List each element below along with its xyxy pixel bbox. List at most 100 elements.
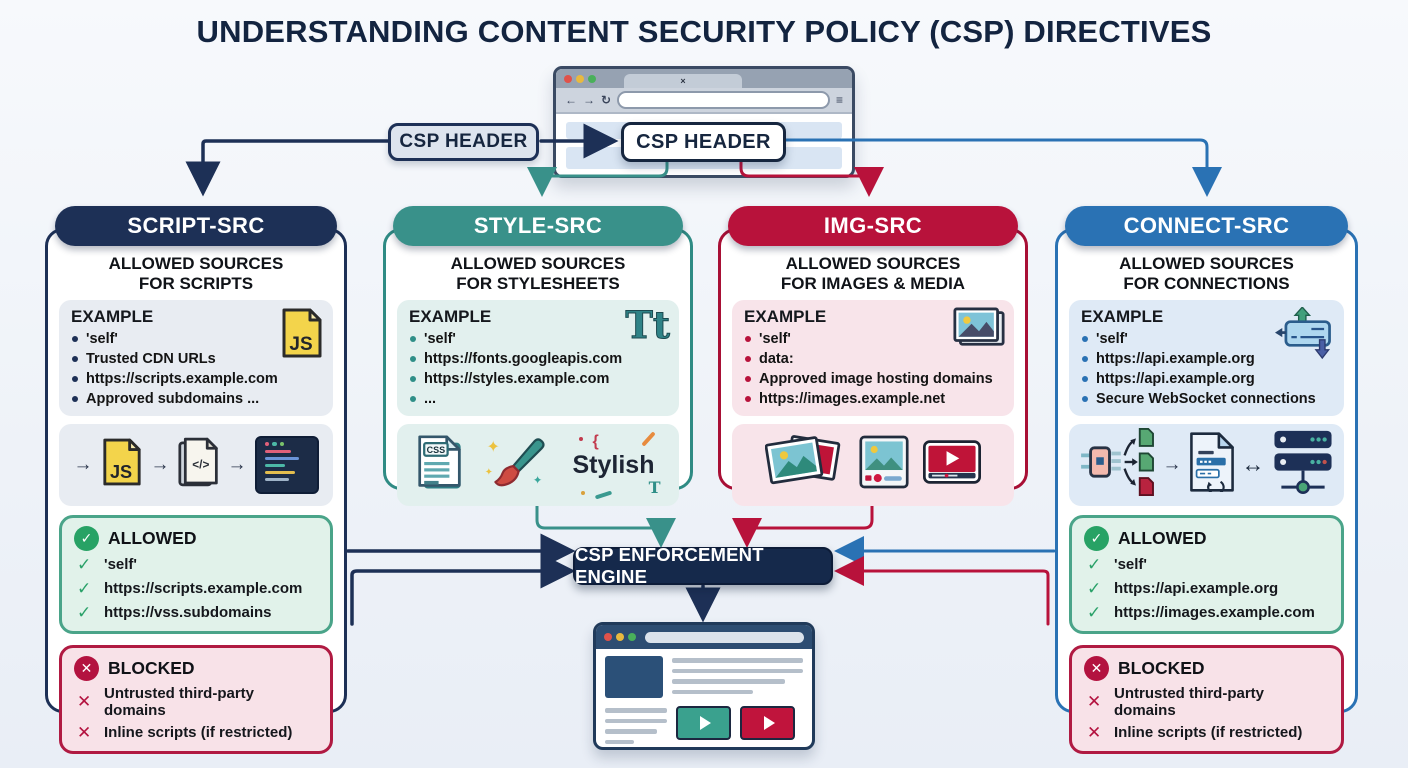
traffic-light-red-icon	[564, 75, 572, 83]
subtitle-line: FOR STYLESHEETS	[456, 274, 620, 294]
list-item: data:	[744, 349, 1002, 369]
blocked-heading: BLOCKED	[1084, 655, 1329, 681]
subtitle-line: ALLOWED SOURCES	[108, 254, 284, 273]
socket-files-icon	[1079, 427, 1157, 502]
list-item: Secure WebSocket connections	[1081, 389, 1332, 409]
photo-stack-icon	[764, 432, 845, 497]
example-title: EXAMPLE	[744, 306, 827, 326]
arrow-right-icon	[228, 454, 247, 476]
svg-text:✦: ✦	[486, 439, 499, 456]
text-line-placeholders	[605, 708, 667, 744]
allowed-item: https://images.example.com	[1087, 603, 1329, 623]
check-icon	[1087, 579, 1105, 599]
forward-icon: →	[583, 93, 595, 107]
blocked-item: Inline scripts (if restricted)	[1087, 723, 1329, 743]
subtitle-line: ALLOWED SOURCES	[450, 254, 626, 273]
list-item: ...	[409, 389, 667, 409]
check-icon	[1087, 603, 1105, 623]
page-title: UNDERSTANDING CONTENT SECURITY POLICY (C…	[196, 14, 1212, 49]
reload-icon: ↻	[601, 93, 612, 107]
style-src-subtitle: ALLOWED SOURCES FOR STYLESHEETS	[386, 254, 690, 295]
allowed-item: https://vss.subdomains	[77, 603, 318, 623]
play-icon	[763, 716, 775, 730]
url-bar	[645, 631, 804, 643]
connect-pipeline	[1069, 423, 1344, 506]
video-thumb-teal	[676, 706, 731, 740]
video-thumb-red	[740, 706, 795, 740]
swoosh-icon	[594, 490, 612, 500]
traffic-light-yellow-icon	[616, 633, 624, 641]
connect-blocked-box: BLOCKED Untrusted third-party domains In…	[1069, 644, 1344, 754]
check-icon	[77, 579, 95, 599]
list-item: https://styles.example.com	[409, 369, 667, 389]
css-file-icon: CSS	[416, 435, 463, 494]
paintbrush-icon: ✦ ✦ ✦	[483, 434, 547, 496]
column-img-src: IMG-SRC ALLOWED SOURCES FOR IMAGES & MED…	[718, 206, 1028, 506]
check-icon	[1087, 555, 1105, 575]
connect-example-box: EXAMPLE 'self' https://api.example.org h…	[1069, 299, 1344, 416]
content-band	[566, 177, 842, 178]
traffic-light-green-icon	[588, 75, 596, 83]
arrow-right-icon	[74, 454, 93, 476]
script-blocked-box: BLOCKED Untrusted third-party domains In…	[59, 644, 333, 754]
column-style-src: STYLE-SRC ALLOWED SOURCES FOR STYLESHEET…	[383, 206, 693, 506]
img-pipeline	[732, 423, 1014, 506]
back-icon: ←	[565, 93, 577, 107]
list-item: https://api.example.org	[1081, 349, 1332, 369]
allowed-heading: ALLOWED	[1084, 525, 1329, 551]
allowed-item: https://scripts.example.com	[77, 579, 318, 599]
url-bar	[617, 91, 830, 109]
code-file-icon: </>	[177, 437, 220, 492]
subtitle-line: FOR CONNECTIONS	[1123, 274, 1290, 294]
list-item: 'self'	[1081, 329, 1332, 349]
allowed-heading: ALLOWED	[74, 525, 318, 551]
style-src-header: STYLE-SRC	[393, 206, 683, 246]
svg-text:JS: JS	[289, 334, 312, 355]
check-circle-icon	[74, 525, 99, 551]
check-icon	[77, 555, 95, 575]
list-item: Approved subdomains ...	[71, 389, 321, 409]
traffic-light-green-icon	[628, 633, 636, 641]
script-example-list: 'self' Trusted CDN URLs https://scripts.…	[71, 329, 321, 409]
svg-text:</>: </>	[192, 458, 209, 472]
connect-src-header: CONNECT-SRC	[1065, 206, 1348, 246]
script-src-header: SCRIPT-SRC	[55, 206, 337, 246]
script-example-box: EXAMPLE 'self' Trusted CDN URLs https://…	[59, 299, 333, 416]
x-icon	[77, 723, 95, 743]
style-example-list: 'self' https://fonts.googleapis.com http…	[409, 329, 667, 409]
brace-glyph: {	[592, 432, 599, 450]
svg-text:JS: JS	[109, 463, 131, 483]
connect-src-subtitle: ALLOWED SOURCES FOR CONNECTIONS	[1058, 254, 1355, 295]
traffic-light-yellow-icon	[576, 75, 584, 83]
script-allowed-box: ALLOWED 'self' https://scripts.example.c…	[59, 514, 333, 634]
list-item: 'self'	[409, 329, 667, 349]
img-example-list: 'self' data: Approved image hosting doma…	[744, 329, 1002, 409]
rendered-page-content	[596, 649, 812, 747]
pencil-stroke-icon	[640, 431, 656, 447]
tab-close-icon: ×	[680, 76, 686, 86]
script-src-subtitle: ALLOWED SOURCES FOR SCRIPTS	[48, 254, 344, 295]
stylish-word: Stylish	[572, 450, 655, 479]
img-src-header: IMG-SRC	[728, 206, 1018, 246]
subtitle-line: FOR SCRIPTS	[138, 274, 254, 294]
connect-example-list: 'self' https://api.example.org https://a…	[1081, 329, 1332, 409]
list-item: https://api.example.org	[1081, 369, 1332, 389]
list-item: https://fonts.googleapis.com	[409, 349, 667, 369]
arrow-both-icon	[1242, 451, 1265, 478]
csp-enforcement-engine: CSP ENFORCEMENT ENGINE	[573, 544, 833, 587]
blocked-item: Untrusted third-party domains	[1087, 685, 1329, 719]
blocked-item: Untrusted third-party domains	[77, 685, 318, 719]
example-title: EXAMPLE	[71, 306, 154, 326]
example-title: EXAMPLE	[409, 306, 492, 326]
server-stack-icon	[1271, 429, 1335, 500]
photo-card-icon	[859, 435, 909, 494]
browser-tab: ×	[624, 74, 742, 88]
svg-text:CSS: CSS	[426, 445, 445, 455]
list-item: https://images.example.net	[744, 389, 1002, 409]
img-example-box: EXAMPLE 'self' data: Approved image host…	[732, 299, 1014, 416]
connect-allowed-box: ALLOWED 'self' https://api.example.org h…	[1069, 514, 1344, 634]
arrow-right-icon	[151, 454, 170, 476]
svg-text:✦: ✦	[532, 475, 542, 487]
x-icon	[1087, 692, 1105, 712]
